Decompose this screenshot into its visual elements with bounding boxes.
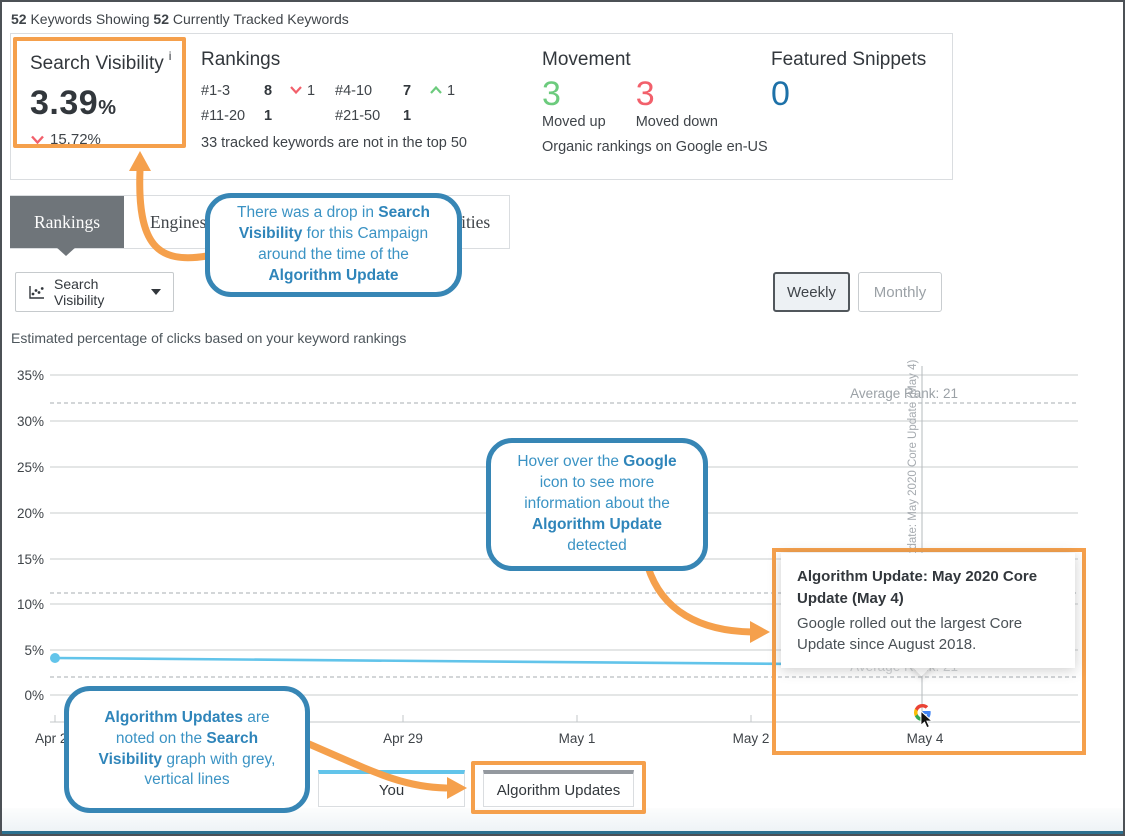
- featured-snippets-section: Featured Snippets 0: [771, 49, 926, 114]
- rankings-row-1: #1-3 8 1 #4-10 7 1: [201, 83, 456, 99]
- tooltip-title: Algorithm Update: May 2020 Core Update (…: [797, 568, 1038, 607]
- callout-hover-google-icon: Hover over the Google icon to see more i…: [486, 438, 708, 571]
- y-tick: 15%: [17, 552, 44, 567]
- y-tick: 10%: [17, 597, 44, 612]
- y-tick: 35%: [17, 368, 44, 383]
- monthly-button[interactable]: Monthly: [858, 272, 942, 312]
- legend-algorithm-updates[interactable]: Algorithm Updates: [483, 770, 634, 807]
- y-tick: 25%: [17, 460, 44, 475]
- search-visibility-value: 3.39%: [30, 84, 117, 122]
- you-series-line: [54, 656, 923, 667]
- weekly-button[interactable]: Weekly: [773, 272, 850, 312]
- chevron-down-icon: [151, 289, 161, 295]
- mini-chart-icon: [28, 285, 45, 300]
- x-tick: Apr 29: [383, 731, 423, 746]
- keywords-summary-line: 52 Keywords Showing 52 Currently Tracked…: [11, 11, 349, 27]
- movement-note: Organic rankings on Google en-US: [542, 139, 768, 155]
- featured-snippets-value: 0: [771, 75, 790, 113]
- tooltip-highlight-ring: [772, 548, 1086, 755]
- y-tick: 5%: [24, 643, 44, 658]
- footer-strip: [2, 808, 1123, 831]
- callout-algorithm-updates-lines: Algorithm Updates are noted on the Searc…: [64, 686, 310, 813]
- average-rank-label: Average Rank: 21: [850, 386, 958, 401]
- x-tick: May 1: [559, 731, 596, 746]
- algorithm-update-tooltip: Algorithm Update: May 2020 Core Update (…: [781, 553, 1075, 668]
- footer-teal-bar: [2, 831, 1123, 835]
- y-tick: 0%: [24, 688, 44, 703]
- rankings-row-2: #11-20 1 #21-50 1: [201, 108, 412, 124]
- chevron-down-icon: [30, 134, 45, 145]
- x-tick: May 2: [733, 731, 770, 746]
- active-tab-pointer: [55, 246, 77, 256]
- info-icon[interactable]: i: [168, 49, 172, 63]
- moved-down-value: 3: [635, 75, 655, 113]
- tab-engines[interactable]: Engines: [150, 211, 207, 232]
- metric-dropdown[interactable]: Search Visibility: [15, 272, 174, 312]
- movement-section: Movement 3 Moved up 3 Moved down Organic…: [542, 49, 768, 155]
- legend-you[interactable]: You: [318, 770, 465, 807]
- metric-dropdown-label: Search Visibility: [54, 276, 105, 308]
- rankings-note: 33 tracked keywords are not in the top 5…: [201, 135, 467, 151]
- featured-snippets-title: Featured Snippets: [771, 49, 927, 70]
- moved-up-label: Moved up: [542, 114, 606, 130]
- x-tick: May 4: [907, 731, 944, 746]
- you-series-start-point: [50, 653, 60, 663]
- y-tick: 20%: [17, 506, 44, 521]
- chart-subtitle: Estimated percentage of clicks based on …: [11, 330, 407, 346]
- mouse-cursor-icon: [920, 710, 934, 729]
- chevron-down-icon: [289, 85, 303, 95]
- legend-highlight-ring: [471, 761, 646, 814]
- chevron-up-icon: [429, 85, 443, 95]
- tab-rankings[interactable]: Rankings: [10, 196, 124, 248]
- moved-down-label: Moved down: [635, 114, 718, 130]
- tooltip-body: Google rolled out the largest Core Updat…: [797, 614, 1023, 654]
- rankings-title: Rankings: [201, 49, 281, 70]
- y-tick: 30%: [17, 414, 44, 429]
- movement-title: Movement: [542, 49, 631, 70]
- rankings-section: Rankings #1-3 8 1 #4-10 7 1 #11-20 1 #21…: [201, 49, 469, 151]
- search-visibility-delta: 15.72%: [30, 131, 171, 148]
- moved-up-value: 3: [542, 75, 561, 113]
- callout-search-visibility-drop: There was a drop in Search Visibility fo…: [205, 193, 462, 297]
